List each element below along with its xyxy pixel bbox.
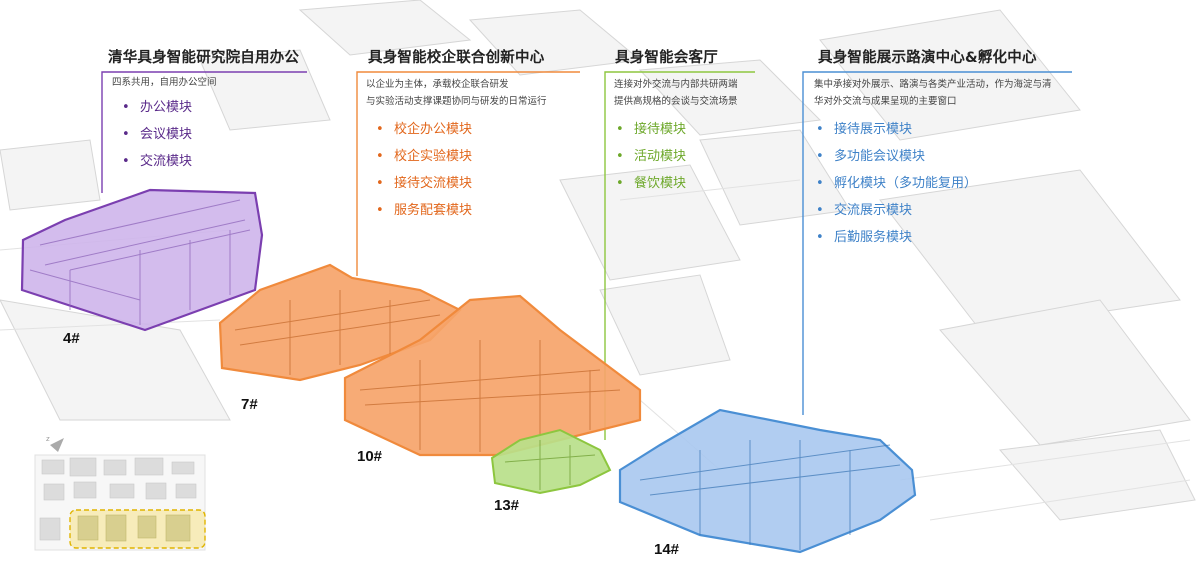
list-item: •餐饮模块 (616, 170, 686, 197)
leader-line-13 (604, 71, 755, 440)
panel-title: 具身智能展示路演中心&孵化中心 (818, 50, 1037, 66)
bullet-icon: • (816, 122, 824, 137)
panel-description: 连接对外交流与内部共研两端 提供高规格的会谈与交流场景 (614, 76, 738, 110)
module-list: •接待展示模块 •多功能会议模块 •孵化模块（多功能复用） •交流展示模块 •后… (816, 116, 977, 251)
panel-title: 具身智能校企联合创新中心 (368, 50, 545, 66)
bullet-icon: • (122, 127, 130, 142)
module-list: •接待模块 •活动模块 •餐饮模块 (616, 116, 686, 197)
leader-line-14 (802, 71, 1072, 415)
panel-title: 具身智能会客厅 (615, 50, 718, 66)
context-buildings (0, 0, 1196, 521)
list-item: •服务配套模块 (376, 197, 472, 224)
list-item: •后勤服务模块 (816, 224, 977, 251)
list-item: •校企办公模块 (376, 116, 472, 143)
bullet-icon: • (122, 154, 130, 169)
list-item: •接待交流模块 (376, 170, 472, 197)
module-list: •校企办公模块 •校企实验模块 •接待交流模块 •服务配套模块 (376, 116, 472, 224)
building-label-13: 13# (494, 497, 520, 514)
bullet-icon: • (376, 122, 384, 137)
bullet-icon: • (376, 149, 384, 164)
key-plan-map (34, 454, 206, 551)
building-label-10: 10# (357, 448, 383, 465)
bullet-icon: • (816, 176, 824, 191)
desc-line: 以企业为主体，承载校企联合研发 (366, 79, 509, 90)
bullet-icon: • (616, 149, 624, 164)
building-4-purple (20, 188, 264, 332)
desc-line: 集中承接对外展示、路演与各类产业活动，作为海淀与清 (814, 79, 1052, 90)
north-arrow-icon: z (46, 435, 64, 452)
bullet-icon: • (616, 122, 624, 137)
list-item: •活动模块 (616, 143, 686, 170)
svg-text:z: z (46, 435, 50, 443)
desc-line: 连接对外交流与内部共研两端 (614, 79, 738, 90)
list-item: •接待展示模块 (816, 116, 977, 143)
list-item: •交流模块 (122, 148, 192, 175)
building-label-14: 14# (654, 541, 680, 558)
panel-description: 以企业为主体，承载校企联合研发 与实验活动支撑课题协同与研发的日常运行 (366, 76, 547, 110)
panel-description: 四系共用，自用办公空间 (112, 74, 217, 91)
building-label-7: 7# (241, 396, 258, 413)
bullet-icon: • (616, 176, 624, 191)
bullet-icon: • (816, 203, 824, 218)
desc-line: 华对外交流与成果呈现的主要窗口 (814, 96, 957, 107)
building-10-orange (343, 294, 642, 457)
leader-line-4 (101, 71, 307, 193)
list-item: •接待模块 (616, 116, 686, 143)
list-item: •办公模块 (122, 94, 192, 121)
bullet-icon: • (376, 203, 384, 218)
list-item: •交流展示模块 (816, 197, 977, 224)
list-item: •孵化模块（多功能复用） (816, 170, 977, 197)
bullet-icon: • (122, 100, 130, 115)
desc-line: 提供高规格的会谈与交流场景 (614, 96, 738, 107)
building-label-4: 4# (63, 330, 80, 347)
bullet-icon: • (816, 149, 824, 164)
list-item: •多功能会议模块 (816, 143, 977, 170)
panel-title: 清华具身智能研究院自用办公 (108, 50, 300, 66)
list-item: •校企实验模块 (376, 143, 472, 170)
building-13-green (490, 428, 612, 495)
leader-lines (101, 71, 1072, 440)
desc-line: 与实验活动支撑课题协同与研发的日常运行 (366, 96, 547, 107)
bullet-icon: • (816, 230, 824, 245)
building-14-blue (618, 408, 917, 554)
leader-line-7 (356, 71, 580, 276)
list-item: •会议模块 (122, 121, 192, 148)
desc-line: 四系共用，自用办公空间 (112, 77, 217, 88)
module-list: •办公模块 •会议模块 •交流模块 (122, 94, 192, 175)
panel-description: 集中承接对外展示、路演与各类产业活动，作为海淀与清 华对外交流与成果呈现的主要窗… (814, 76, 1052, 110)
bullet-icon: • (376, 176, 384, 191)
